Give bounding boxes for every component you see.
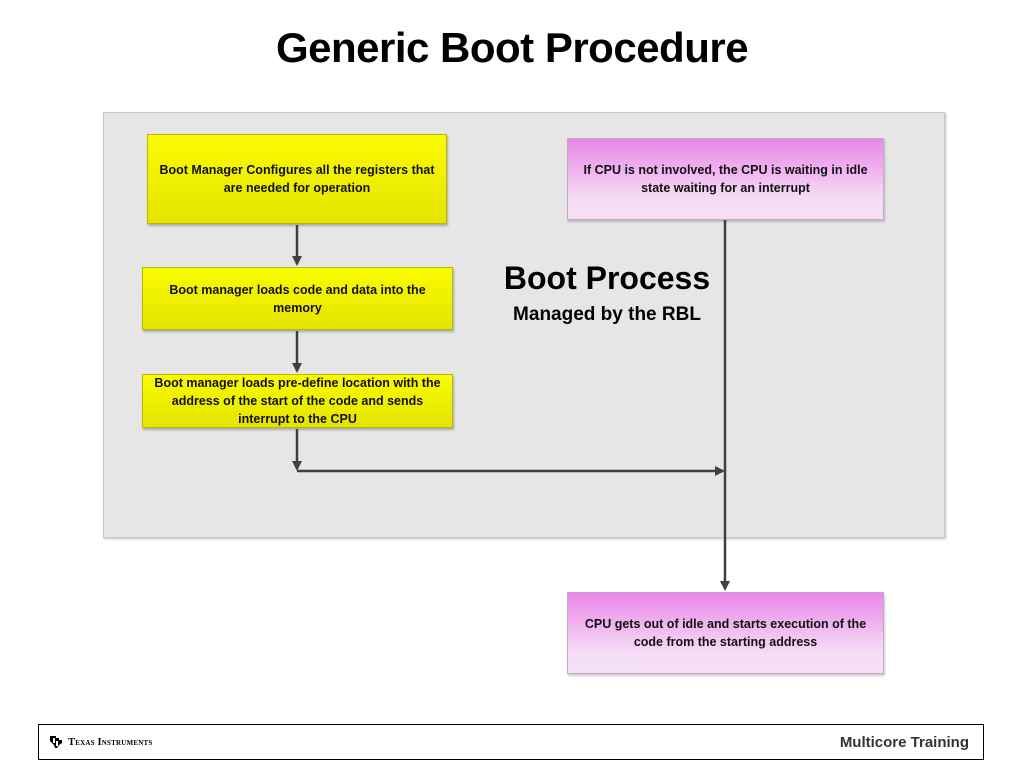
step-load-code-label: Boot manager loads code and data into th… xyxy=(169,282,426,315)
texas-instruments-logo-icon xyxy=(50,736,62,748)
texas-instruments-logo-text: Texas Instruments xyxy=(68,736,153,748)
multicore-training-label: Multicore Training xyxy=(839,734,969,751)
boot-process-subheading: Managed by the RBL xyxy=(513,304,701,325)
step-load-code: Boot manager loads code and data into th… xyxy=(142,267,453,330)
cpu-execute-box: CPU gets out of idle and starts executio… xyxy=(567,592,884,674)
step-configure-registers-label: Boot Manager Configures all the register… xyxy=(159,163,435,195)
step-configure-registers: Boot Manager Configures all the register… xyxy=(147,134,447,224)
cpu-idle-label: If CPU is not involved, the CPU is waiti… xyxy=(583,163,868,195)
boot-process-heading: Boot Process xyxy=(503,260,711,296)
footer-bar: Texas Instruments Multicore Training xyxy=(38,724,984,760)
cpu-idle-box: If CPU is not involved, the CPU is waiti… xyxy=(567,138,884,220)
cpu-execute-label: CPU gets out of idle and starts executio… xyxy=(584,617,867,649)
step-send-interrupt-label: Boot manager loads pre-define location w… xyxy=(154,376,441,426)
step-send-interrupt: Boot manager loads pre-define location w… xyxy=(142,374,453,428)
texas-instruments-logo: Texas Instruments xyxy=(49,735,152,749)
page-title: Generic Boot Procedure xyxy=(275,24,749,71)
